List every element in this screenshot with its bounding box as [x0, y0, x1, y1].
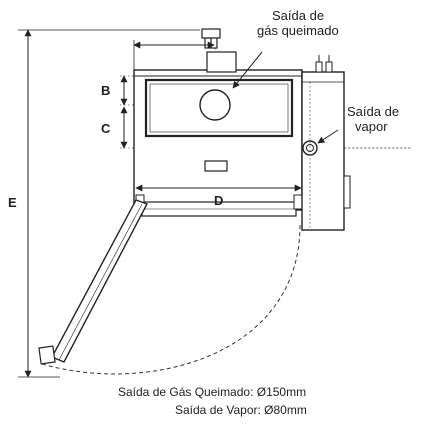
dimension-c-label: C [101, 121, 111, 136]
steam-outlet-label-line1: Saída de [347, 104, 400, 119]
steam-outlet-label-line2: vapor [355, 119, 388, 134]
door-swing-arc [41, 224, 301, 375]
swing-door [38, 199, 148, 365]
flue-callout-arrow [232, 51, 263, 89]
steam-callout-arrow [317, 129, 339, 144]
dimension-e-label: E [8, 195, 17, 210]
dimension-d-label: D [214, 193, 224, 208]
flue-outlet-label-line1: Saída de [272, 8, 325, 23]
dimension-b-label: B [101, 83, 111, 98]
flue-chimney [201, 28, 237, 73]
side-tank [301, 55, 351, 231]
flue-outlet-size-note: Saída de Gás Queimado: Ø150mm [118, 385, 307, 399]
steam-outlet-size-note: Saída de Vapor: Ø80mm [175, 403, 307, 417]
flue-outlet-label-line2: gás queimado [257, 23, 339, 38]
dimension-lines [18, 29, 302, 378]
